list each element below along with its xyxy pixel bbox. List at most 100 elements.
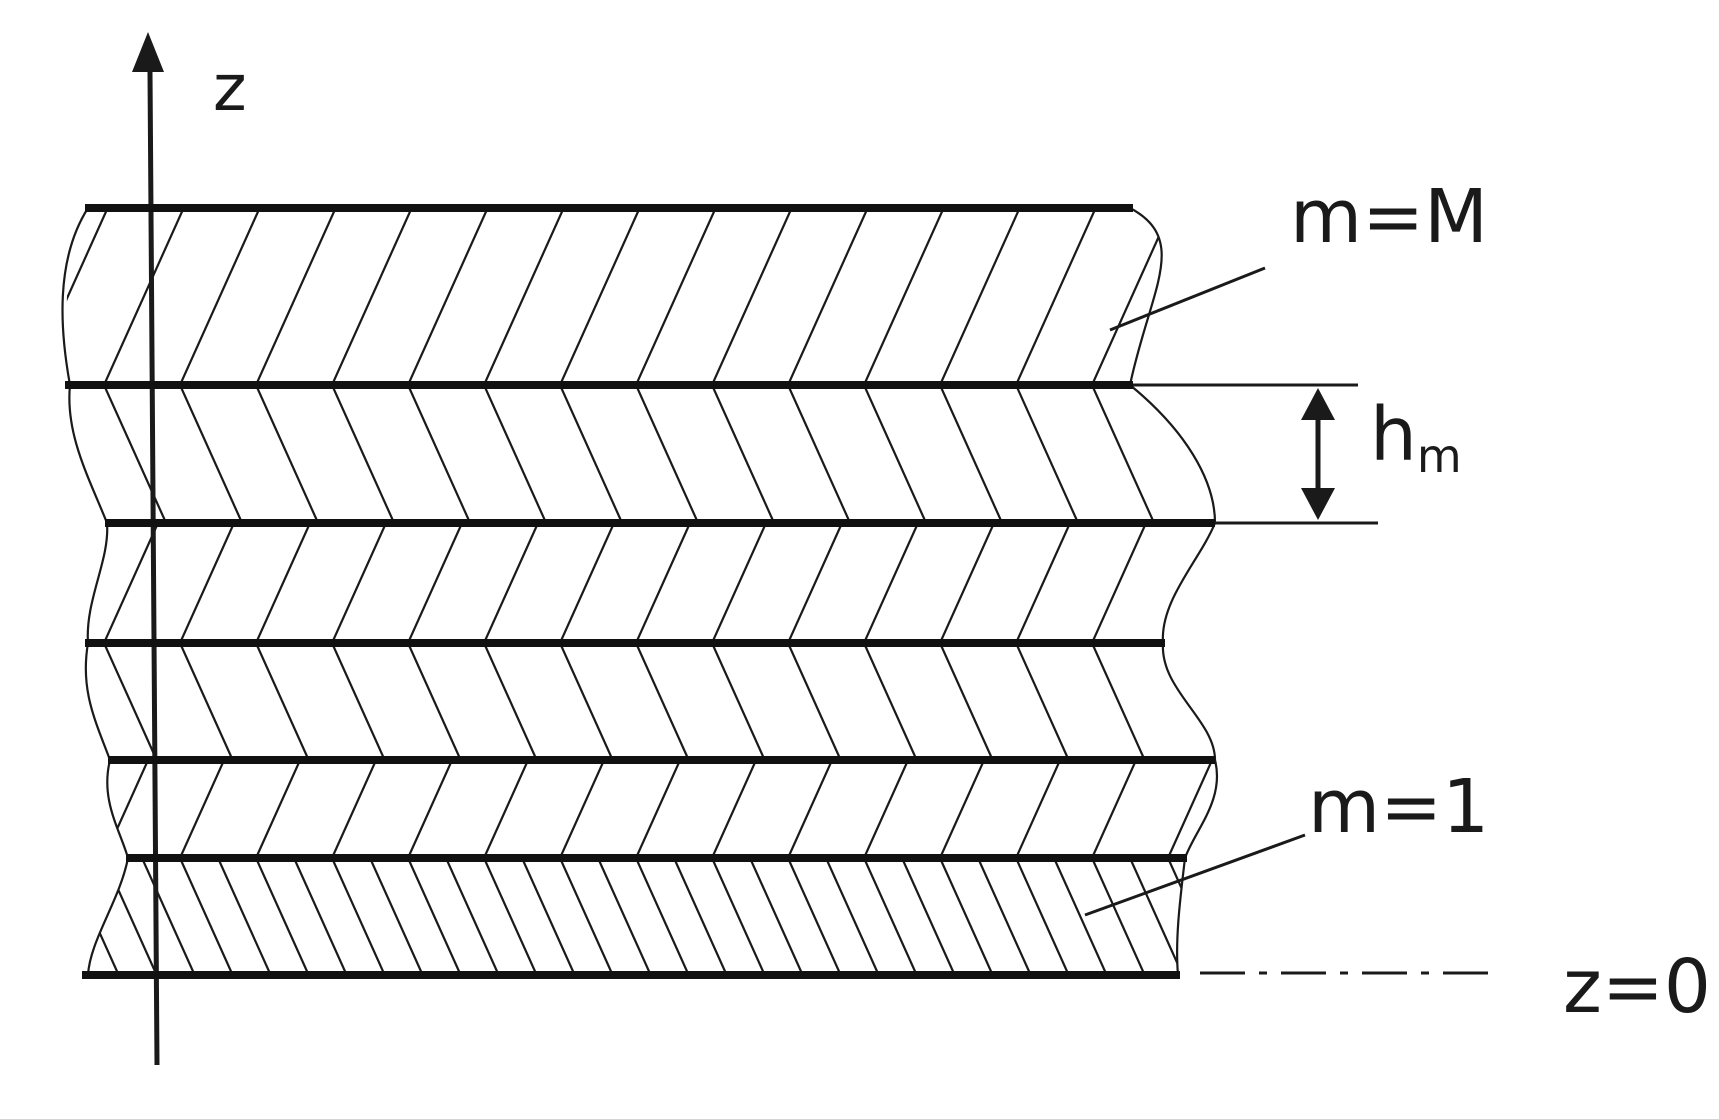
hatch-line [862, 760, 910, 858]
hatch-line [482, 208, 565, 385]
hatch-line [710, 385, 776, 523]
hatch-line [330, 523, 388, 643]
bottom-layer-label: m=1 [1308, 764, 1489, 850]
hatch-line [216, 858, 272, 975]
hatch-line [444, 858, 500, 975]
hatch-line [1128, 858, 1184, 975]
hatch-line [1014, 858, 1070, 975]
hatch-line [1282, 858, 1335, 975]
hatch-line [786, 523, 844, 643]
hatch-line [292, 858, 348, 975]
hatch-line [710, 760, 758, 858]
thickness-label-main: h [1370, 392, 1417, 478]
hatch-line [786, 760, 834, 858]
interface-lines [65, 204, 1215, 979]
hatch-line [938, 208, 1021, 385]
hatch-line [1434, 858, 1487, 975]
left-break-edge [61, 207, 130, 976]
hatch-line [28, 858, 81, 975]
hatch-line [102, 643, 158, 760]
hatch-line [0, 643, 5, 760]
hatch-line [938, 643, 994, 760]
hatch-line [254, 643, 310, 760]
hatch-line [1320, 858, 1373, 975]
hatch-line [1166, 858, 1185, 975]
hatch-line [1166, 385, 1215, 523]
hatch-line [482, 643, 538, 760]
hatch-line [482, 858, 538, 975]
hatch-line [634, 760, 682, 858]
hatch-line [558, 858, 614, 975]
layer-hatch-m-M [66, 208, 1248, 385]
hatch-line [634, 858, 690, 975]
hatch-line [254, 523, 312, 643]
arrow-up-icon [1301, 388, 1335, 420]
hatch-line [786, 385, 852, 523]
hatch-line [1168, 208, 1248, 385]
hatch-line [558, 385, 624, 523]
hatch-line [862, 523, 920, 643]
hatch-line [1052, 858, 1108, 975]
hatch-line [748, 858, 804, 975]
hatch-line [938, 385, 1004, 523]
hatch-line [976, 858, 1032, 975]
hatch-line [1396, 643, 1449, 760]
hatch-line [1014, 385, 1080, 523]
hatch-line [254, 760, 302, 858]
hatch-line [862, 858, 918, 975]
layer-hatch-3 [102, 523, 1374, 643]
hatch-line [482, 385, 548, 523]
hatch-line [102, 385, 168, 523]
hatch-line [558, 208, 641, 385]
layer-hatch-2 [69, 385, 1306, 523]
hatch-line [558, 523, 616, 643]
z-axis-arrowhead-icon [132, 32, 164, 72]
hatch-line [1090, 208, 1162, 385]
hatch-line [634, 385, 700, 523]
hatch-line [254, 385, 320, 523]
hatch-line [710, 643, 766, 760]
hatch-line [69, 385, 92, 523]
hatch-line [938, 523, 996, 643]
hatch-line [406, 208, 489, 385]
hatch-line [178, 208, 261, 385]
hatch-line [0, 858, 43, 975]
hatch-line [1320, 643, 1373, 760]
layer-hatch-5 [107, 760, 1214, 858]
hatch-line [482, 760, 530, 858]
hatch-line [1090, 385, 1156, 523]
hatch-line [330, 208, 413, 385]
hatch-line [558, 760, 606, 858]
z-axis [132, 32, 164, 1066]
hatch-line [1014, 208, 1097, 385]
hatch-line [178, 858, 234, 975]
hatch-line [1014, 643, 1070, 760]
right-break-edge [1128, 207, 1218, 976]
hatch-line [1244, 523, 1298, 643]
hatch-line [1320, 523, 1374, 643]
hatch-line [634, 643, 690, 760]
hatch-line [710, 858, 766, 975]
hatch-line [406, 385, 472, 523]
hatch-line [1014, 523, 1072, 643]
hatch-line [596, 858, 652, 975]
hatch-line [1090, 760, 1138, 858]
hatch-line [254, 858, 310, 975]
hatch-line [178, 523, 236, 643]
top-layer-label: m=M [1290, 174, 1488, 260]
hatch-line [102, 208, 185, 385]
hatch-line [1244, 385, 1306, 523]
hatch-line [102, 523, 160, 643]
hatch-line [710, 208, 793, 385]
hatch-line [406, 760, 454, 858]
hatch-line [1090, 643, 1146, 760]
hatch-line [1244, 643, 1297, 760]
hatch-line [938, 760, 986, 858]
hatch-line [1396, 858, 1449, 975]
origin-label: z=0 [1563, 944, 1711, 1030]
hatch-line [634, 208, 717, 385]
hatch-line [406, 858, 462, 975]
hatch-line [786, 858, 842, 975]
hatch-line [938, 858, 994, 975]
